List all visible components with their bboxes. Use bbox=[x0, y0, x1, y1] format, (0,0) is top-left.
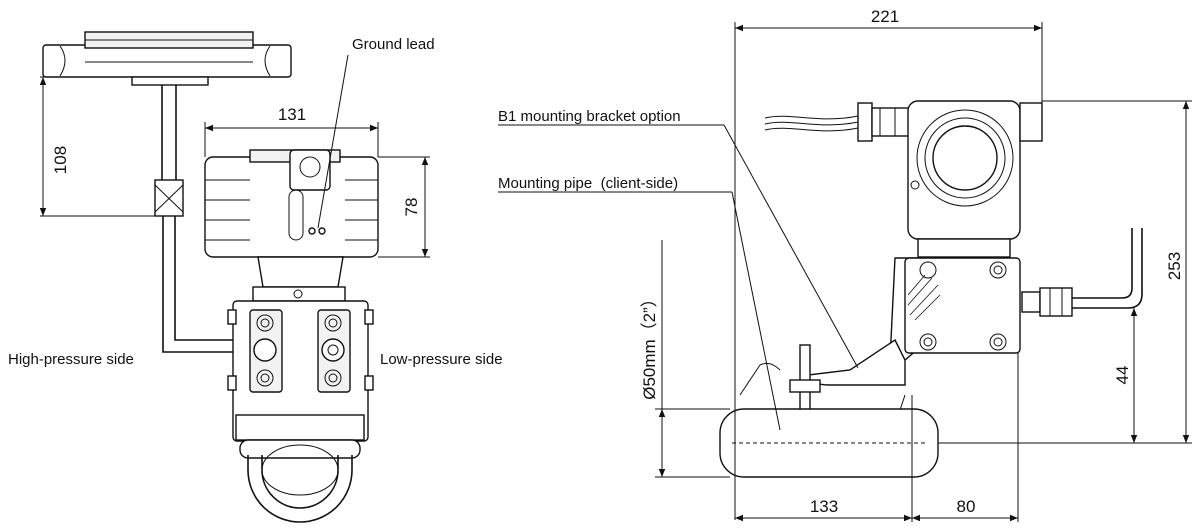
dim-44-label: 44 bbox=[1113, 366, 1132, 385]
mounting-pipe-label: Mounting pipe (client-side) bbox=[498, 175, 678, 192]
dim-131: 131 bbox=[204, 105, 379, 157]
dim-78-label: 78 bbox=[402, 198, 421, 217]
impulse-line bbox=[1072, 228, 1133, 299]
ground-lead-label: Ground lead bbox=[352, 36, 435, 53]
dim-44: 44 bbox=[1113, 308, 1138, 443]
ground-lead-callout: Ground lead bbox=[317, 36, 435, 229]
right-side-view: 221 253 44 Ø50mm（2”） 133 80 bbox=[498, 7, 1192, 522]
dim-108: 108 bbox=[39, 76, 160, 217]
sensor-body bbox=[227, 300, 374, 459]
left-front-view: 108 131 bbox=[8, 31, 503, 523]
dim-80-label: 80 bbox=[957, 497, 976, 516]
dim-pipe-diameter: Ø50mm（2”） bbox=[640, 240, 730, 478]
dim-253-label: 253 bbox=[1165, 252, 1184, 280]
dim-133-80: 133 80 bbox=[735, 353, 1019, 522]
dim-131-label: 131 bbox=[278, 105, 306, 124]
dim-78: 78 bbox=[378, 156, 430, 258]
side-housing bbox=[907, 100, 1043, 258]
mounting-pipe-callout: Mounting pipe (client-side) bbox=[498, 175, 781, 431]
dim-221: 221 bbox=[734, 7, 1043, 520]
mounting-pipe bbox=[719, 408, 939, 478]
dim-221-label: 221 bbox=[871, 7, 899, 26]
indicator-flange bbox=[42, 31, 292, 86]
dim-108-label: 108 bbox=[51, 146, 70, 174]
b1-bracket-callout: B1 mounting bracket option bbox=[498, 108, 859, 369]
u-bolt-pipe bbox=[247, 444, 353, 523]
remote-stem bbox=[154, 85, 250, 353]
dim-133-label: 133 bbox=[810, 497, 838, 516]
dim-253: 253 bbox=[938, 100, 1192, 444]
b1-bracket-label: B1 mounting bracket option bbox=[498, 108, 681, 125]
high-pressure-side-label: High-pressure side bbox=[8, 351, 134, 368]
transmitter-housing bbox=[204, 149, 379, 302]
mounting-bracket bbox=[739, 338, 906, 446]
low-pressure-side-label: Low-pressure side bbox=[380, 351, 503, 368]
cable bbox=[764, 102, 911, 142]
pipe-diameter-label: Ø50mm（2”） bbox=[640, 290, 659, 400]
bracket-body bbox=[889, 257, 1073, 361]
